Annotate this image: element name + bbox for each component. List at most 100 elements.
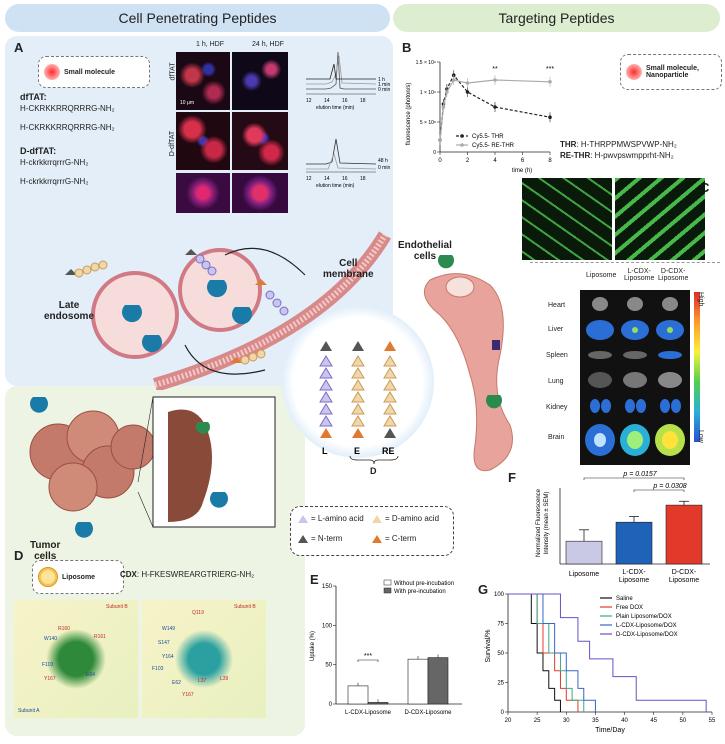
chart-f-bracket-2 xyxy=(633,489,685,492)
chart-b-legend-dot-1 xyxy=(460,143,464,147)
peptide-re xyxy=(383,341,397,438)
chart-g-ytick-label-2: 50 xyxy=(497,651,504,657)
cdx-name: CDX xyxy=(120,570,137,579)
brain-row xyxy=(585,424,685,456)
chart-g-xtick-label-6: 50 xyxy=(680,718,687,724)
hplc2-tick-16: 16 xyxy=(342,176,348,182)
peptide-re-label: RE xyxy=(382,446,395,456)
panel-e-label: E xyxy=(310,572,319,587)
targeting-header-text: Targeting Peptides xyxy=(498,10,615,26)
dftat-seq-1: H-CKRKKRRQRRRG-NH₂ xyxy=(20,104,115,113)
panel-f-label: F xyxy=(508,470,516,485)
cdx-seq: : H-FKESWREARGTRIERG-NH₂ xyxy=(136,570,255,579)
chart-f-p1: p = 0.0157 xyxy=(622,471,657,478)
chart-b-sig-2: *** xyxy=(546,66,554,73)
chart-e-cat-1: D-CDX-Liposome xyxy=(404,710,452,716)
hplc2-xlabel: elution time (min) xyxy=(316,183,355,189)
chart-b-xtick-label-2: 4 xyxy=(493,158,497,164)
docking-right-overlay: Q119 W149 S147 Y164 F103 E62 L37 L39 Y16… xyxy=(152,604,256,698)
chart-g-xtick-label-3: 35 xyxy=(592,718,599,724)
chart-e-legend-2: With pre-incubation xyxy=(394,589,446,595)
receptor-icon-2 xyxy=(142,335,163,353)
small-molecule-badge: Small molecule xyxy=(38,56,150,88)
cell-membrane-line2: membrane xyxy=(323,269,374,280)
heart-row xyxy=(592,297,678,311)
chart-g-ytick-label-4: 100 xyxy=(494,592,505,598)
organ-spleen: Spleen xyxy=(546,352,568,359)
chart-b-xtick-label-0: 0 xyxy=(438,158,442,164)
organ-col-l-cdx-1: L-CDX- xyxy=(627,268,651,275)
late-endosome-label: Late endosome xyxy=(44,300,94,322)
nanoparticle-text-2: Nanoparticle xyxy=(646,72,689,79)
chart-e-ytick-label-2: 100 xyxy=(322,623,333,629)
hplc1-tick-18: 18 xyxy=(360,98,366,104)
endothelial-cell xyxy=(423,273,513,472)
chart-e-legend-swatch-2 xyxy=(383,587,392,594)
chart-e-sig: *** xyxy=(364,653,372,660)
endothelial-label: Endothelial cells xyxy=(398,240,452,262)
panel-a-label: A xyxy=(14,40,24,55)
zoom-line-2 xyxy=(137,491,154,528)
chart-g-ylabel: Survival/% xyxy=(485,629,492,662)
col-24h-label: 24 h, HDF xyxy=(252,41,284,48)
vessel-image-1 xyxy=(522,178,612,260)
peptide-chain-3 xyxy=(255,279,289,316)
nanoparticle-text-1: Small molecule, xyxy=(646,65,699,72)
cdx-sequence: CDX: H-FKESWREARGTRIERG-NH₂ xyxy=(120,570,254,579)
legend-l-amino: = L-amino acid xyxy=(298,514,364,523)
hplc1-label-0min: 0 min xyxy=(378,87,390,93)
tumor-label-line1: Tumor xyxy=(30,540,61,551)
peptide-l xyxy=(319,341,333,438)
residue-right-7: L39 xyxy=(220,676,229,682)
peptide-chain-1 xyxy=(65,260,108,278)
tumor-label: Tumor cells xyxy=(30,540,60,562)
residue-right-4: F103 xyxy=(152,666,164,672)
chart-f-cat-2b: Liposome xyxy=(619,577,649,584)
chart-e-ylabel: Uptake (%) xyxy=(310,631,316,661)
chart-g-ytick-label-3: 75 xyxy=(497,622,504,628)
micrograph-zoom-1 xyxy=(176,173,230,213)
endothelial-line2: cells xyxy=(413,251,437,262)
chart-b-legend-1: Cy5.5- RE-THR xyxy=(472,143,515,149)
residue-right-0: Q119 xyxy=(192,610,204,616)
chart-b-xtick-label-3: 6 xyxy=(521,158,525,164)
colorbar-high: High xyxy=(697,292,704,307)
endothelial-nucleus xyxy=(445,276,475,298)
residue-right-8: Y167 xyxy=(182,692,194,698)
hplc1-tick-14: 14 xyxy=(324,98,330,104)
chart-g-legend-4: D-CDX-Liposome/DOX xyxy=(616,632,678,638)
receptor-icon-endo-1 xyxy=(438,255,454,269)
organ-col-liposome: Liposome xyxy=(586,272,617,279)
chart-b-xlabel: time (h) xyxy=(512,168,532,174)
liposome-icon xyxy=(38,567,58,587)
residue-left-0: W140 xyxy=(44,636,57,642)
chart-e-cat-0: L-CDX-Liposome xyxy=(345,710,392,716)
tumor-label-line2: cells xyxy=(34,551,57,562)
targeting-header: Targeting Peptides xyxy=(393,4,720,32)
receptor-icon-tumor-2 xyxy=(75,522,93,538)
peptide-types: L E RE xyxy=(319,341,399,465)
legend-n-term-text: = N-term xyxy=(311,534,343,543)
arrow-endosome-escape xyxy=(184,344,266,375)
chart-f-bracket-1 xyxy=(583,477,685,480)
chart-e-bar-1-1 xyxy=(427,657,449,705)
vessel-image-2 xyxy=(615,178,705,260)
hplc2-label-48h: 48 h xyxy=(378,158,388,164)
legend-d-amino-text: = D-amino acid xyxy=(385,514,440,523)
chart-g-ytick-label-0: 0 xyxy=(501,710,505,716)
micrograph-d-dftat-24h xyxy=(232,112,288,170)
zoom-line-1 xyxy=(137,396,154,483)
tumor-cell-zoom xyxy=(168,409,212,522)
col-1h-label: 1 h, HDF xyxy=(196,41,225,48)
receptor-icon-3 xyxy=(207,280,228,298)
cell-membrane-label: Cell membrane xyxy=(323,258,374,280)
organ-kidney: Kidney xyxy=(546,404,568,411)
chart-f-p2: p = 0.0308 xyxy=(652,483,686,490)
n-term-icon xyxy=(298,534,308,543)
receptor-icon-endo-2 xyxy=(486,395,502,409)
endothelial-diagram xyxy=(423,255,513,472)
cell-membrane-line1: Cell xyxy=(339,258,358,269)
hplc-trace-bottom: 48 h 0 min 12 14 16 18 elution time (min… xyxy=(306,138,390,189)
peptide-d-label: D xyxy=(370,466,377,476)
